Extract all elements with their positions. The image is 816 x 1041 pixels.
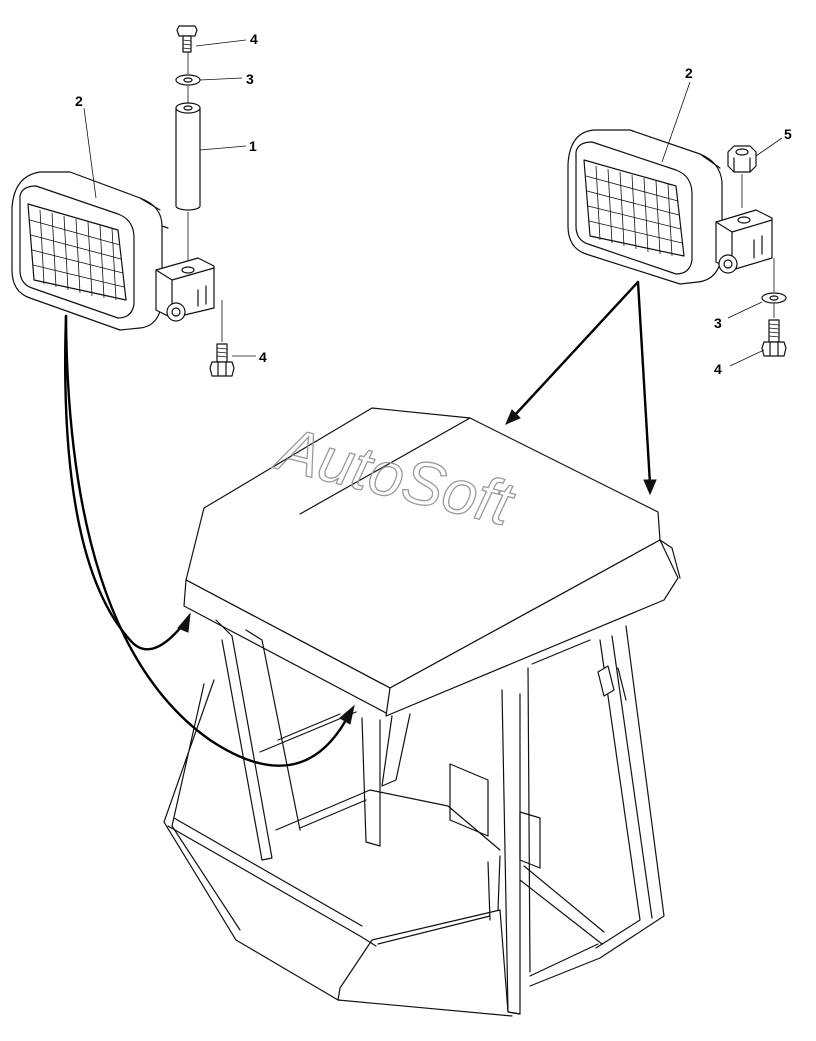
callout-right-nut: 5 <box>784 126 792 142</box>
right-work-lamp <box>567 129 723 285</box>
left-top-washer <box>175 74 201 86</box>
cab-base <box>337 909 521 1015</box>
door-handle-icon <box>597 665 615 697</box>
left-lamp-path-a <box>64 314 184 651</box>
callout-right-washer: 3 <box>714 315 722 331</box>
callout-left-spacer: 1 <box>249 138 257 154</box>
callout-right-bolt: 4 <box>714 361 722 377</box>
mounting-arrows <box>64 280 657 767</box>
right-nut <box>727 145 757 173</box>
leader-right-washer <box>727 301 763 319</box>
cab-roof-corner <box>659 539 681 579</box>
callout-left-bolt-bottom: 4 <box>259 349 267 365</box>
left-lamp-assembly <box>11 25 235 377</box>
left-work-lamp <box>11 171 169 331</box>
right-lamp-assembly <box>567 129 787 357</box>
leader-right-bolt <box>729 349 765 367</box>
left-spacer-tube <box>175 102 201 211</box>
arrowhead-right-b <box>643 479 657 496</box>
cab-left-door-frame <box>163 679 339 1001</box>
right-callouts: 2 5 3 4 <box>661 65 792 377</box>
arrowhead-right-a <box>505 409 521 425</box>
left-lamp-path-b <box>64 314 348 767</box>
cab-panel-b <box>519 811 541 869</box>
cab-base-frame <box>487 855 605 945</box>
callout-left-bolt-top: 4 <box>250 31 258 47</box>
callout-left-lamp: 2 <box>75 93 83 109</box>
right-washer <box>761 292 787 304</box>
cab-roof-right-side <box>385 539 679 717</box>
cab-left-front-pillar <box>215 619 273 861</box>
cab-left-sill <box>167 817 377 947</box>
right-bolt <box>761 319 787 357</box>
right-lamp-path-b <box>636 280 652 486</box>
operator-cab <box>163 407 681 1017</box>
leader-left-washer <box>199 77 243 81</box>
cab-left-pillar-inner <box>245 629 301 831</box>
right-lamp-path-a <box>512 280 640 418</box>
left-bottom-bolt <box>209 343 235 377</box>
cab-floor <box>275 789 501 851</box>
leader-right-lamp <box>661 81 691 163</box>
left-top-bolt <box>176 25 198 53</box>
leader-left-lamp <box>83 107 97 199</box>
leader-right-nut <box>755 137 783 157</box>
callout-right-lamp: 2 <box>685 65 693 81</box>
cab-base-bottom <box>337 999 513 1017</box>
cab-center-pillars <box>361 713 411 847</box>
cab-right-door <box>529 625 665 987</box>
arrowhead-left-a <box>177 612 191 633</box>
left-callouts: 4 3 1 2 4 <box>75 31 267 365</box>
arrowhead-left-b <box>339 704 355 725</box>
cab-panel <box>449 763 489 837</box>
right-lamp-bracket <box>715 209 773 274</box>
cab-right-window <box>527 639 599 977</box>
cab-rear-window <box>259 711 357 753</box>
leader-left-spacer <box>199 145 247 151</box>
callout-left-washer: 3 <box>246 71 254 87</box>
left-lamp-bracket <box>155 257 215 322</box>
leader-left-bolt-top <box>195 39 247 47</box>
